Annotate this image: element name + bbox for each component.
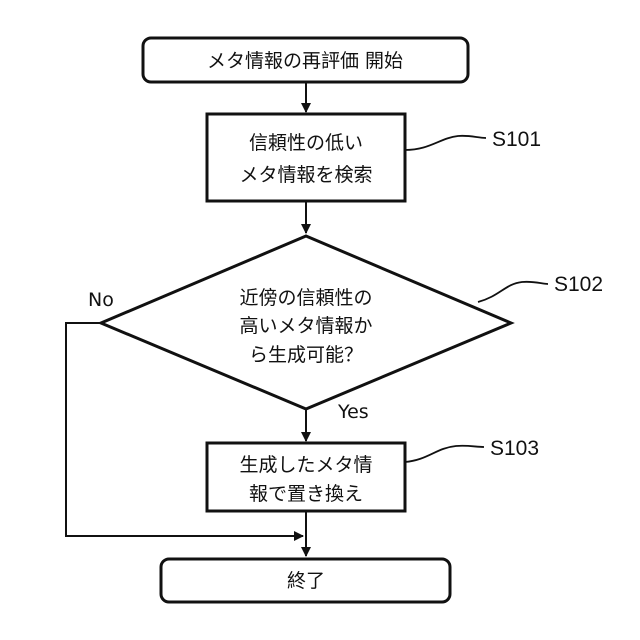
end-label: 終了 xyxy=(287,570,325,592)
process-s103: 生成したメタ情 報で置き換え xyxy=(207,443,405,511)
s102-line-1: 近傍の信頼性の xyxy=(239,287,372,309)
start-label: メタ情報の再評価 開始 xyxy=(207,50,403,72)
s101-line-2: メタ情報を検索 xyxy=(239,164,372,186)
s102-line-3: ら生成可能？ xyxy=(249,344,363,366)
no-label: No xyxy=(88,289,114,311)
leader-s101 xyxy=(405,136,486,150)
step-id-s101: S101 xyxy=(492,128,541,151)
decision-s102: 近傍の信頼性の 高いメタ情報か ら生成可能？ xyxy=(101,236,511,409)
s103-line-2: 報で置き換え xyxy=(249,483,363,505)
end-terminal: 終了 xyxy=(161,559,450,602)
yes-label: Yes xyxy=(337,401,369,423)
leader-s102 xyxy=(478,282,548,302)
step-id-s103: S103 xyxy=(490,437,539,460)
s102-line-2: 高いメタ情報か xyxy=(239,315,372,337)
s101-line-1: 信頼性の低い xyxy=(249,132,363,154)
step-id-s102: S102 xyxy=(554,273,603,296)
s103-line-1: 生成したメタ情 xyxy=(239,454,372,476)
process-s101: 信頼性の低い メタ情報を検索 xyxy=(207,114,405,201)
start-terminal: メタ情報の再評価 開始 xyxy=(143,38,468,82)
leader-s103 xyxy=(405,446,484,462)
